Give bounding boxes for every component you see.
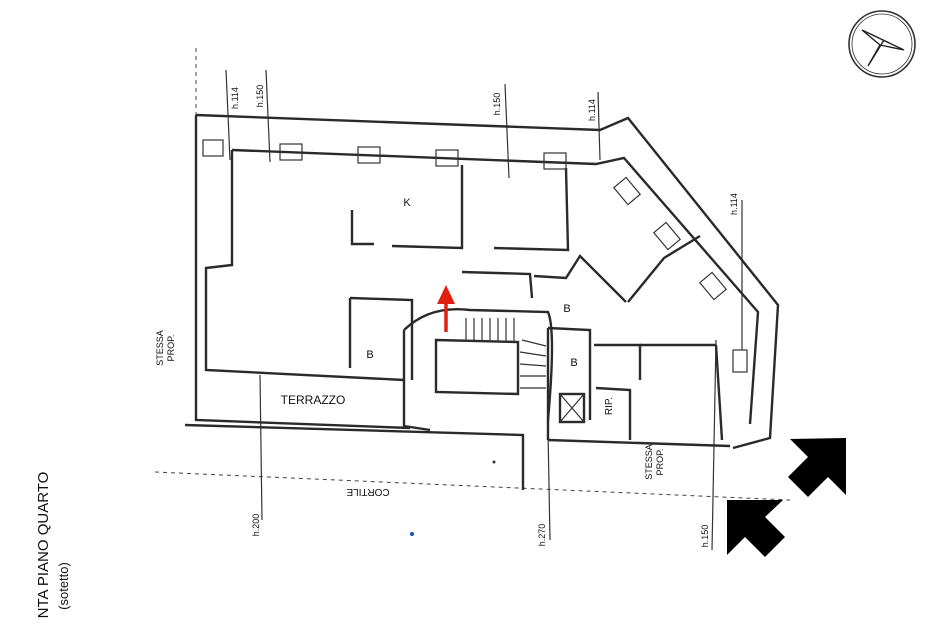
elevator-shaft (558, 392, 586, 424)
ink-speck (410, 532, 414, 536)
height-label: h.114 (587, 99, 597, 121)
room-label-storage: RIP. (604, 397, 615, 415)
windows (202, 139, 748, 373)
entrance-arrow-icon (437, 285, 455, 332)
height-label: h.150 (700, 525, 710, 548)
plan-title: NTA PIANO QUARTO (35, 472, 52, 619)
neighbor-label-right-1: STESSA (644, 444, 654, 480)
neighbor-label-left-1: STESSA (155, 330, 165, 366)
reference-lines (154, 48, 791, 501)
courtyard-label: CORTILE (346, 486, 389, 497)
staircase (465, 318, 547, 389)
room-label-bath-center: B (563, 303, 570, 315)
room-label-terrace: TERRAZZO (281, 393, 346, 407)
height-label: h.150 (492, 93, 502, 116)
room-label-bath-right: B (570, 357, 577, 369)
interior-walls (348, 165, 724, 441)
height-label: h.270 (537, 524, 547, 547)
room-label-kitchen: K (403, 197, 411, 209)
room-label-bath-left: B (366, 349, 373, 361)
height-label: h.150 (255, 85, 265, 108)
height-label: h.114 (729, 193, 739, 215)
ink-speck (492, 460, 496, 464)
plan-subtitle: (sotetto) (56, 562, 71, 610)
north-compass-icon (848, 10, 916, 78)
neighbor-label-left-2: PROP. (166, 335, 176, 362)
height-label: h.200 (251, 514, 261, 537)
neighbor-label-right-2: PROP. (655, 449, 665, 476)
height-label: h.114 (230, 87, 240, 109)
outer-walls (184, 113, 780, 490)
diagonal-arrows-icon (727, 438, 846, 557)
